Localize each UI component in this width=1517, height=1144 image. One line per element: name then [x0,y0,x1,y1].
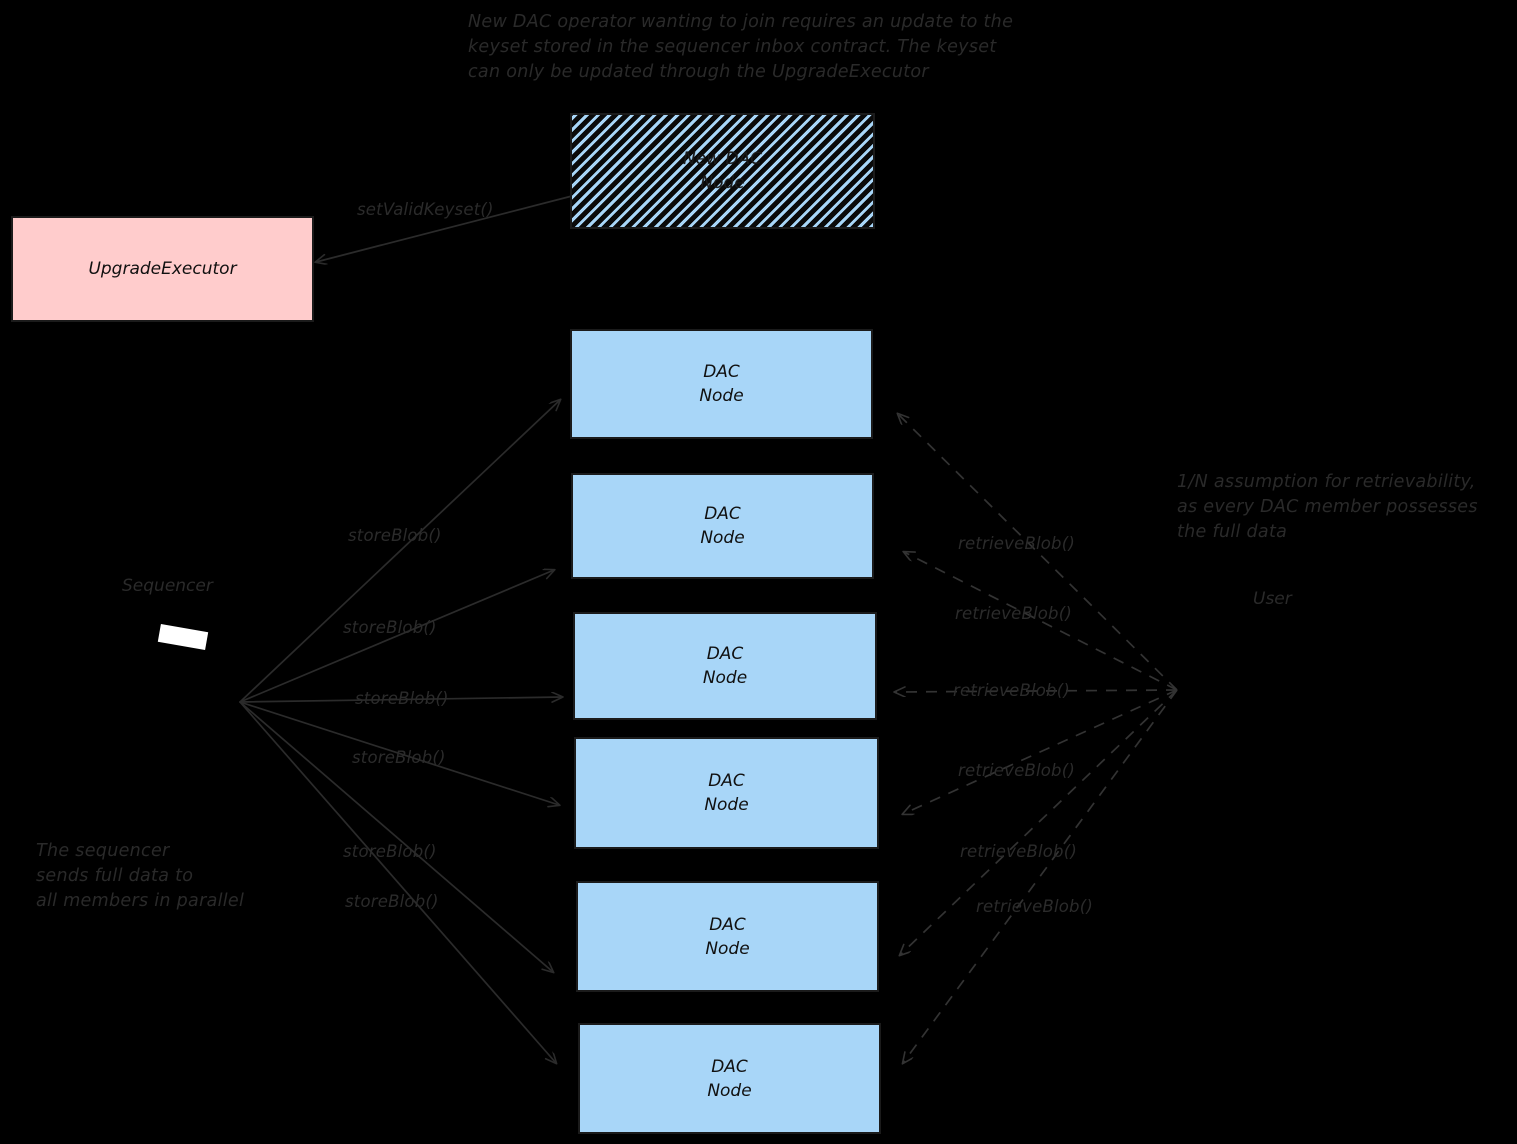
edge-set-valid-keyset [316,195,573,262]
dac-node-2-line1: DAC [704,504,741,524]
edge-label-retrieve-blob-1: retrieveBlob() [958,534,1075,553]
dac-node-box-5[interactable]: DAC Node [576,881,879,992]
edge-label-retrieve-blob-5: retrieveBlob() [960,842,1077,861]
edge-label-store-blob-3: storeBlob() [355,689,449,708]
edge-retrieve-blob-group [895,414,1178,1063]
dac-node-box-2[interactable]: DAC Node [571,473,874,579]
edge-store-blob-group [239,400,562,1063]
edge-label-store-blob-2: storeBlob() [343,618,437,637]
edge-label-retrieve-blob-2: retrieveBlob() [955,604,1072,623]
new-dac-node-line1: New DAC [682,149,763,169]
dac-node-box-4[interactable]: DAC Node [574,737,879,849]
dac-node-5-line1: DAC [709,914,746,935]
note-bottom-left: The sequencer sends full data to all mem… [36,841,245,911]
upgrade-executor-label: UpgradeExecutor [88,259,237,279]
edge-label-store-blob-4: storeBlob() [352,748,446,767]
dac-node-3-line2: Node [702,668,748,688]
dac-node-1-line2: Node [699,386,744,406]
edge-label-store-blob-6: storeBlob() [345,892,439,911]
dac-node-5-line2: Node [705,938,750,959]
edge-label-set-valid-keyset: setValidKeyset() [357,200,494,219]
new-dac-node-box[interactable]: New DAC Node [570,113,875,229]
note-right: 1/N assumption for retrievability, as ev… [1177,472,1478,542]
edge-label-retrieve-blob-3: retrieveBlob() [953,681,1070,700]
dac-node-4-line2: Node [704,795,749,815]
sequencer-label: Sequencer [122,576,213,596]
sequencer-icon-slab [157,623,209,651]
new-dac-node-line2: Node [700,173,745,193]
dac-node-2-line2: Node [700,528,745,548]
edge-label-store-blob-1: storeBlob() [348,526,442,545]
dac-node-3-line1: DAC [706,644,744,664]
sequencer-icon[interactable] [155,620,215,660]
dac-node-box-6[interactable]: DAC Node [578,1023,881,1134]
dac-node-box-3[interactable]: DAC Node [573,612,877,720]
user-label: User [1253,589,1292,609]
dac-node-6-line1: DAC [711,1056,748,1077]
note-top: New DAC operator wanting to join require… [468,12,1014,82]
dac-node-box-1[interactable]: DAC Node [570,329,873,439]
edge-label-retrieve-blob-6: retrieveBlob() [976,897,1093,916]
edge-label-store-blob-5: storeBlob() [343,842,437,861]
edge-label-retrieve-blob-4: retrieveBlob() [958,761,1075,780]
dac-node-4-line1: DAC [708,771,745,791]
dac-node-1-line1: DAC [703,362,740,382]
upgrade-executor-box[interactable]: UpgradeExecutor [11,216,314,322]
dac-node-6-line2: Node [707,1080,752,1101]
